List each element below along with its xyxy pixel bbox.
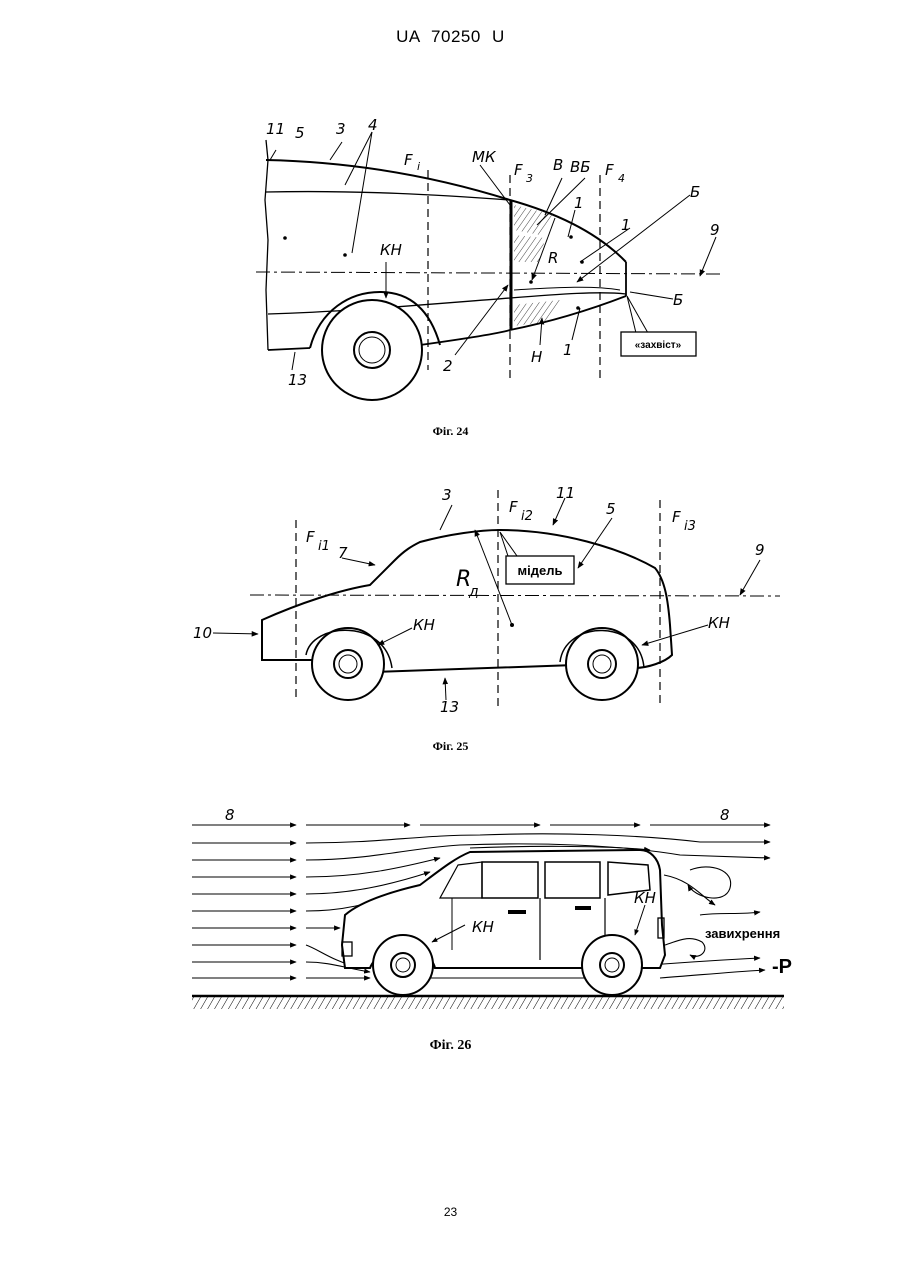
figure-label: КН bbox=[472, 918, 494, 936]
figure-26-caption: Фіг. 26 bbox=[0, 1038, 901, 1054]
figure-label: 2 bbox=[443, 357, 453, 375]
figure-label: 13 bbox=[440, 698, 459, 716]
belt-line bbox=[266, 192, 510, 200]
figure-label: 9 bbox=[710, 221, 720, 239]
figure-label: R bbox=[548, 249, 558, 267]
figure-label: 4 bbox=[618, 172, 625, 185]
figure-25-drawing: мідель 3 F i2 11 5 F i1 7 F i3 9 R д 10 … bbox=[0, 475, 901, 725]
figure-label: 10 bbox=[193, 624, 212, 642]
figure-label: 3 bbox=[336, 120, 346, 138]
figure-label: 3 bbox=[442, 486, 452, 504]
figure-label: 8 bbox=[225, 806, 235, 824]
van-rear-wheel bbox=[582, 935, 642, 995]
figure-label: F bbox=[514, 161, 523, 179]
document-id-header: UA 70250 U bbox=[0, 27, 901, 47]
vortex-label: завихрення bbox=[705, 926, 780, 941]
figure-label: F bbox=[306, 528, 315, 546]
midel-callout-text: мідель bbox=[518, 563, 563, 578]
figure-label: i2 bbox=[521, 509, 533, 524]
wheel bbox=[322, 300, 422, 400]
figure-label: 13 bbox=[288, 371, 307, 389]
figure-label: i1 bbox=[318, 539, 330, 554]
figure-label: 1 bbox=[574, 194, 584, 212]
figure-label: 3 bbox=[526, 172, 533, 185]
figure-label: ВБ bbox=[570, 158, 591, 176]
figure-label: 5 bbox=[606, 500, 616, 518]
figure-label: 7 bbox=[338, 544, 348, 562]
figure-26-drawing: 8 8 КН КН завихрення -Р bbox=[0, 795, 901, 1020]
axis-9 bbox=[256, 272, 720, 274]
figure-label: МК bbox=[472, 148, 497, 166]
figure-label: 1 bbox=[621, 216, 631, 234]
force-label: -Р bbox=[772, 956, 792, 978]
figure-label: 8 bbox=[720, 806, 730, 824]
figure-label: КН bbox=[380, 241, 402, 259]
figure-label: Б bbox=[673, 291, 683, 309]
floor-line bbox=[268, 293, 626, 314]
tail-callout-text: «захвіст» bbox=[635, 340, 682, 351]
figure-25-caption: Фіг. 25 bbox=[0, 739, 901, 754]
figure-24-caption: Фіг. 24 bbox=[0, 424, 901, 439]
figure-label: 11 bbox=[266, 120, 285, 138]
break-line bbox=[265, 140, 268, 350]
figure-label: F bbox=[509, 498, 518, 516]
figure-label: КН bbox=[708, 614, 730, 632]
figure-24-drawing: «захвіст» 11 5 3 4 F i МК F 3 В ВБ F 4 Б… bbox=[0, 100, 901, 410]
figure-label: В bbox=[553, 156, 563, 174]
figure-label: Б bbox=[690, 183, 700, 201]
figure-label: 4 bbox=[368, 116, 378, 134]
figure-label: 9 bbox=[755, 541, 765, 559]
figure-label: 11 bbox=[556, 484, 575, 502]
figure-label: 5 bbox=[295, 124, 305, 142]
figure-label: i3 bbox=[684, 519, 696, 534]
figure-label: КН bbox=[413, 616, 435, 634]
van-front-wheel bbox=[373, 935, 433, 995]
figure-label: F bbox=[605, 161, 614, 179]
figure-label: КН bbox=[634, 889, 656, 907]
page-number: 23 bbox=[0, 1205, 901, 1219]
figure-label: F bbox=[404, 151, 413, 169]
figure-label: i bbox=[417, 160, 420, 173]
figure-label: 1 bbox=[563, 341, 573, 359]
figure-label: д bbox=[468, 584, 479, 600]
figure-label: F bbox=[672, 508, 681, 526]
figure-label: Н bbox=[531, 348, 542, 366]
